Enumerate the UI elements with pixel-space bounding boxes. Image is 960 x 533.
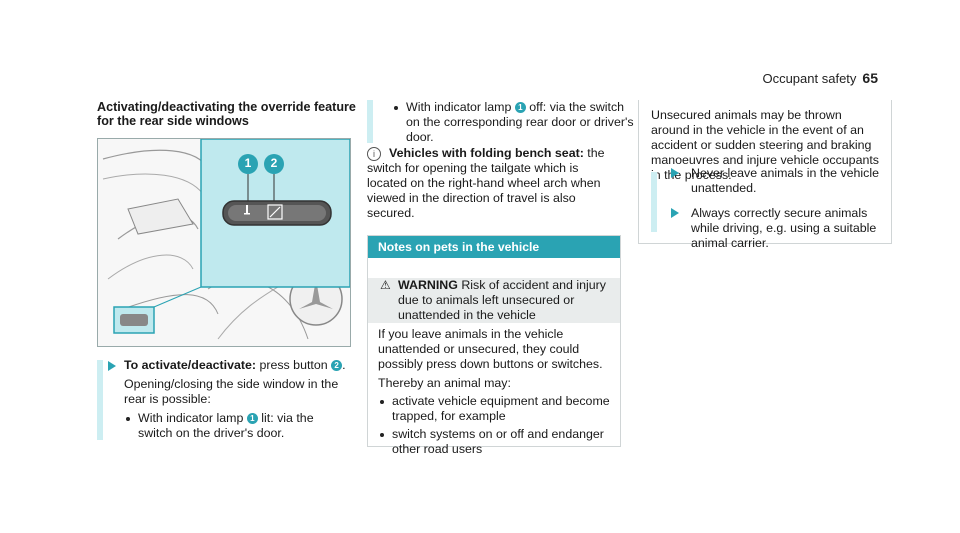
pets-heading: Notes on pets in the vehicle [368, 236, 620, 258]
step-arrow-icon [671, 208, 679, 218]
pets-section: Notes on pets in the vehicle ⚠ WARNING Ri… [367, 235, 621, 456]
opening-text: Opening/closing the side window in the r… [124, 377, 339, 406]
warning-icon: ⚠ [380, 278, 391, 292]
step-always-line: Always correctly secure animals while dr… [671, 206, 881, 251]
bullet-lamp-off: With indicator lamp 1 off: via the switc… [392, 100, 634, 145]
step-always-text: Always correctly secure animals while dr… [691, 206, 877, 250]
warning-text: Risk of accident and injury due to anima… [398, 278, 606, 322]
warning-box: ⚠ WARNING Risk of accident and injury due… [368, 278, 620, 323]
warning-label: WARNING [398, 278, 458, 292]
bullet2-text-b: off: via the switch on the corresponding… [406, 100, 634, 144]
heading-override: Activating/deactivating the override fea… [97, 100, 356, 128]
step-never-text: Never leave animals in the vehicle unatt… [691, 166, 880, 195]
step-arrow-icon [108, 360, 116, 371]
section-title: Occupant safety [762, 71, 857, 86]
bar-col3 [651, 172, 657, 232]
info-icon: i [367, 147, 381, 161]
pets-body: If you leave animals in the vehicle unat… [368, 323, 620, 461]
callout-2: 2 [270, 156, 278, 170]
info-label: Vehicles with folding bench seat: [389, 146, 584, 160]
num-badge-1b: 1 [514, 102, 526, 114]
pets-bullet2: switch systems on or off and endanger ot… [378, 427, 610, 457]
callout-1: 1 [244, 156, 252, 170]
window-switch-figure: 1 2 [97, 138, 351, 347]
bar-col2 [367, 100, 373, 143]
pets-para2: Thereby an animal may: [378, 376, 511, 390]
step-text: press button [256, 358, 332, 372]
pets-continued: Unsecured animals may be thrown around i… [638, 100, 892, 250]
bullet2-text-a: With indicator lamp [406, 100, 515, 114]
info-note: i Vehicles with folding bench seat: the s… [367, 146, 619, 221]
bullet-lamp-lit: With indicator lamp 1 lit: via the switc… [124, 411, 348, 441]
num-badge-2: 2 [331, 360, 343, 372]
page-number: 65 [862, 70, 878, 86]
pets-para1: If you leave animals in the vehicle unat… [378, 327, 603, 371]
pets-bullet1: activate vehicle equipment and become tr… [378, 394, 610, 424]
num-badge-1: 1 [246, 413, 258, 425]
step-label: To activate/deactivate: [124, 358, 256, 372]
step-activate: To activate/deactivate: press button 2. … [108, 358, 348, 441]
info-text: the switch for opening the tailgate whic… [367, 146, 605, 220]
unsecured-para: Unsecured animals may be thrown around i… [651, 108, 879, 182]
step-bar [97, 360, 103, 440]
step-arrow-icon [671, 168, 679, 178]
door-panel-illustration [98, 139, 350, 346]
step-never-line: Never leave animals in the vehicle unatt… [671, 166, 881, 196]
bullet1-text-a: With indicator lamp [138, 411, 247, 425]
step-never: Never leave animals in the vehicle unatt… [671, 166, 881, 251]
bullet1-text-b: lit: via the switch on the driver's door… [138, 411, 314, 440]
warning-line: ⚠ WARNING Risk of accident and injury due… [378, 278, 610, 323]
page-header: Occupant safety 65 [762, 70, 878, 86]
